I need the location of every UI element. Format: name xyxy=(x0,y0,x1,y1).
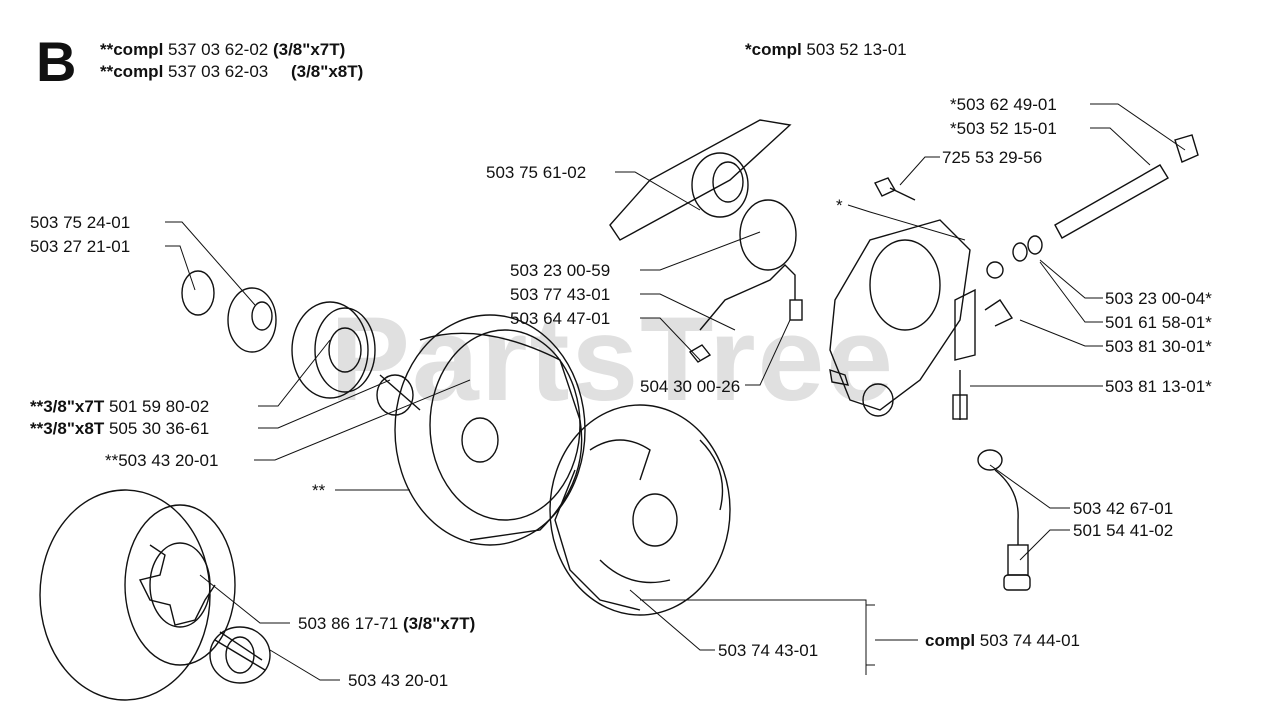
clutch-assembly xyxy=(549,404,731,616)
leader-lines xyxy=(165,103,1186,681)
part-label[interactable]: 501 54 41-02 xyxy=(1073,521,1174,540)
spec: **3/8"x8T xyxy=(30,419,105,438)
part-label[interactable]: 503 42 67-01 xyxy=(1073,499,1174,518)
compl-header-pump: *compl 503 52 13-01 xyxy=(745,40,907,60)
part-label[interactable]: 503 23 00-59 xyxy=(510,261,611,280)
spec: **3/8"x7T xyxy=(30,397,105,416)
part-label[interactable]: 725 53 29-56 xyxy=(942,148,1043,167)
sprocket-drum xyxy=(39,489,271,701)
part-number[interactable]: 505 30 36-61 xyxy=(108,419,210,438)
compl-header-7t: **compl 537 03 62-02 (3/8"x7T) xyxy=(100,40,345,60)
part-label[interactable]: 503 75 61-02 xyxy=(486,163,587,182)
pump-gear xyxy=(609,119,797,271)
rim-sprocket xyxy=(291,301,421,416)
part-label[interactable]: 503 77 43-01 xyxy=(510,285,611,304)
part-label[interactable]: 503 81 30-01* xyxy=(1105,337,1212,356)
compl-spec: (3/8"x8T) xyxy=(290,62,364,81)
pump-parts xyxy=(874,134,1199,327)
part-label[interactable]: 503 64 47-01 xyxy=(510,309,611,328)
part-label[interactable]: 503 75 24-01 xyxy=(30,213,131,232)
compl-star: **compl xyxy=(100,40,164,59)
part-label[interactable]: **503 43 20-01 xyxy=(105,451,219,470)
part-label[interactable]: 503 81 13-01* xyxy=(1105,377,1212,396)
washers xyxy=(181,270,277,353)
part-label[interactable]: 504 30 00-26 xyxy=(640,377,741,396)
compl-number: 537 03 62-02 xyxy=(168,40,269,59)
part-label[interactable]: 501 61 58-01* xyxy=(1105,313,1212,332)
part-label: ** xyxy=(312,481,326,500)
part-label[interactable]: 503 27 21-01 xyxy=(30,237,131,256)
compl-spec: (3/8"x7T) xyxy=(272,40,346,59)
pickup-hose xyxy=(977,449,1031,591)
clutch-drum xyxy=(394,314,586,546)
part-label[interactable]: *503 62 49-01 xyxy=(950,95,1057,114)
part-label-8t: **3/8"x8T 505 30 36-61 xyxy=(30,419,209,439)
watermark: PartsTree xyxy=(330,292,896,426)
part-label[interactable]: 503 74 43-01 xyxy=(718,641,819,660)
part-label-drum: 503 86 17-71 (3/8"x7T) xyxy=(298,614,475,634)
compl-header-8t: **compl 537 03 62-03 (3/8"x8T) xyxy=(100,62,363,82)
section-letter: B xyxy=(36,30,77,93)
part-label[interactable]: *503 52 15-01 xyxy=(950,119,1057,138)
part-label[interactable]: 503 23 00-04* xyxy=(1105,289,1212,308)
part-label-7t: **3/8"x7T 501 59 80-02 xyxy=(30,397,209,417)
part-label: * xyxy=(836,196,843,215)
compl-number: 503 52 13-01 xyxy=(806,40,907,59)
compl-number: 537 03 62-03 xyxy=(168,62,269,81)
compl-star: **compl xyxy=(100,62,164,81)
part-label-clutch-compl: compl 503 74 44-01 xyxy=(925,631,1080,651)
oil-line xyxy=(688,264,803,363)
pump-housing xyxy=(829,219,976,417)
part-number[interactable]: 501 59 80-02 xyxy=(108,397,210,416)
compl-word: compl xyxy=(925,631,976,650)
part-number[interactable]: 503 74 44-01 xyxy=(979,631,1080,650)
spec: (3/8"x7T) xyxy=(402,614,476,633)
adjuster-screw xyxy=(952,370,968,420)
part-number[interactable]: 503 86 17-71 xyxy=(298,614,399,633)
part-label[interactable]: 503 43 20-01 xyxy=(348,671,449,690)
compl-star: *compl xyxy=(745,40,802,59)
